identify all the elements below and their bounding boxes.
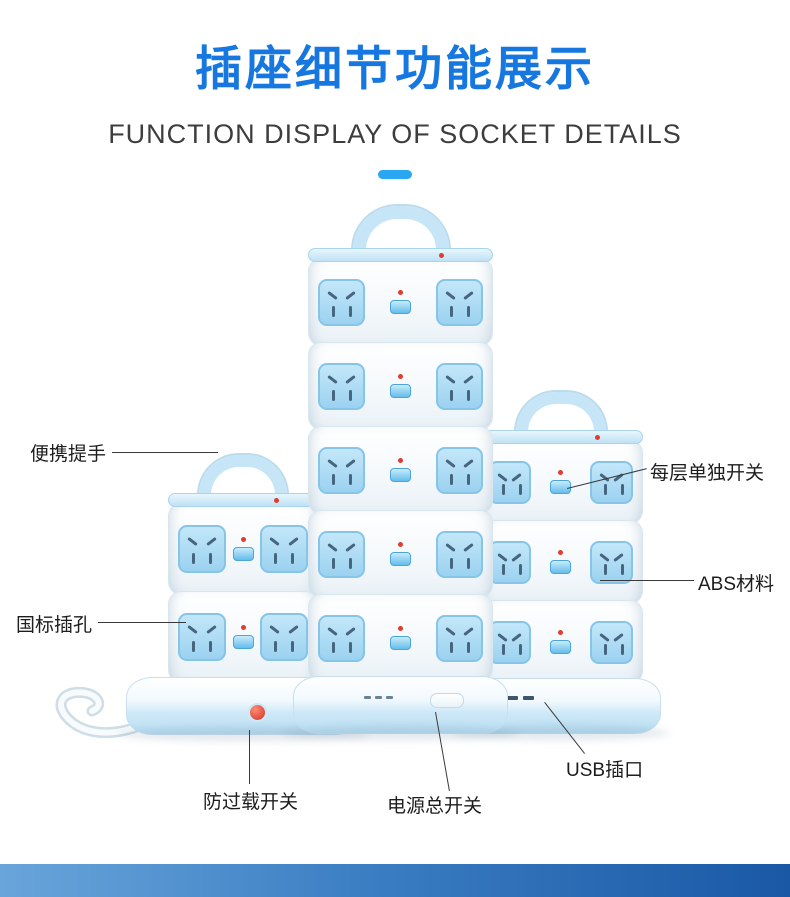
power-led (558, 630, 563, 635)
power-led (398, 290, 403, 295)
universal-socket (436, 530, 483, 578)
power-led (398, 458, 403, 463)
layer-switch (232, 547, 254, 561)
universal-socket (260, 613, 308, 661)
label-main-switch: 电源总开关 (387, 796, 483, 817)
power-led (398, 626, 403, 631)
universal-socket (178, 525, 226, 573)
socket-layer (168, 503, 318, 595)
universal-socket (436, 446, 483, 494)
socket-layer (168, 591, 318, 683)
label-overload-switch: 防过载开关 (203, 792, 299, 813)
leader-overload-switch (249, 730, 250, 784)
universal-socket (590, 460, 633, 504)
universal-socket (436, 614, 483, 662)
socket-layer (478, 440, 643, 524)
power-led (240, 537, 246, 542)
label-carry-handle: 便携提手 (30, 444, 107, 465)
tower-lid (168, 493, 318, 507)
indicator-led (273, 498, 279, 503)
leader-gb-socket (98, 622, 186, 623)
socket-layer (308, 426, 493, 514)
socket-layer (308, 594, 493, 682)
socket-tower-5-layer (293, 206, 508, 734)
universal-socket (318, 446, 365, 494)
power-led (398, 374, 403, 379)
leader-abs-material (600, 580, 694, 581)
universal-socket (260, 525, 308, 573)
universal-socket (318, 362, 365, 410)
power-led (558, 550, 563, 555)
universal-socket (318, 614, 365, 662)
socket-layer (308, 342, 493, 430)
layer-switch (550, 560, 571, 574)
carry-handle-icon (352, 206, 449, 250)
socket-layer (308, 510, 493, 598)
universal-socket (318, 530, 365, 578)
overload-protect-button (249, 704, 265, 720)
indicator-led (439, 253, 445, 258)
universal-socket (436, 362, 483, 410)
label-usb-port: USB插口 (566, 760, 644, 781)
page-subtitle: FUNCTION DISPLAY OF SOCKET DETAILS (108, 119, 682, 149)
carry-handle-icon (515, 392, 606, 432)
power-led (240, 625, 246, 630)
tower-lid (308, 248, 493, 262)
universal-socket (436, 278, 483, 326)
universal-socket (488, 540, 531, 584)
leader-carry-handle (112, 452, 218, 453)
layer-switch (390, 552, 411, 566)
indicator-led (594, 435, 600, 440)
layer-switch (232, 635, 254, 649)
label-gb-socket: 国标插孔 (16, 615, 93, 636)
universal-socket (590, 540, 633, 584)
layer-switch (390, 468, 411, 482)
layer-switch (390, 300, 411, 314)
page-title: 插座细节功能展示 (195, 42, 595, 95)
label-per-layer-switch: 每层单独开关 (650, 463, 765, 484)
bottom-bar (0, 864, 790, 897)
layer-switch (550, 640, 571, 654)
socket-layer (308, 258, 493, 346)
power-led (398, 542, 403, 547)
tower-lid (478, 430, 643, 444)
title-divider (378, 170, 412, 179)
tower-base (293, 676, 508, 734)
label-abs-material: ABS材料 (698, 574, 775, 595)
universal-socket (178, 613, 226, 661)
vent-slots (364, 696, 394, 700)
power-led (558, 470, 563, 475)
main-power-switch (430, 692, 465, 708)
universal-socket (488, 460, 531, 504)
socket-tower-3-layer (460, 392, 661, 734)
socket-layer (478, 600, 643, 684)
universal-socket (488, 620, 531, 664)
socket-layer (478, 520, 643, 604)
universal-socket (590, 620, 633, 664)
layer-switch (390, 636, 411, 650)
carry-handle-icon (199, 455, 287, 495)
universal-socket (318, 278, 365, 326)
layer-switch (390, 384, 411, 398)
